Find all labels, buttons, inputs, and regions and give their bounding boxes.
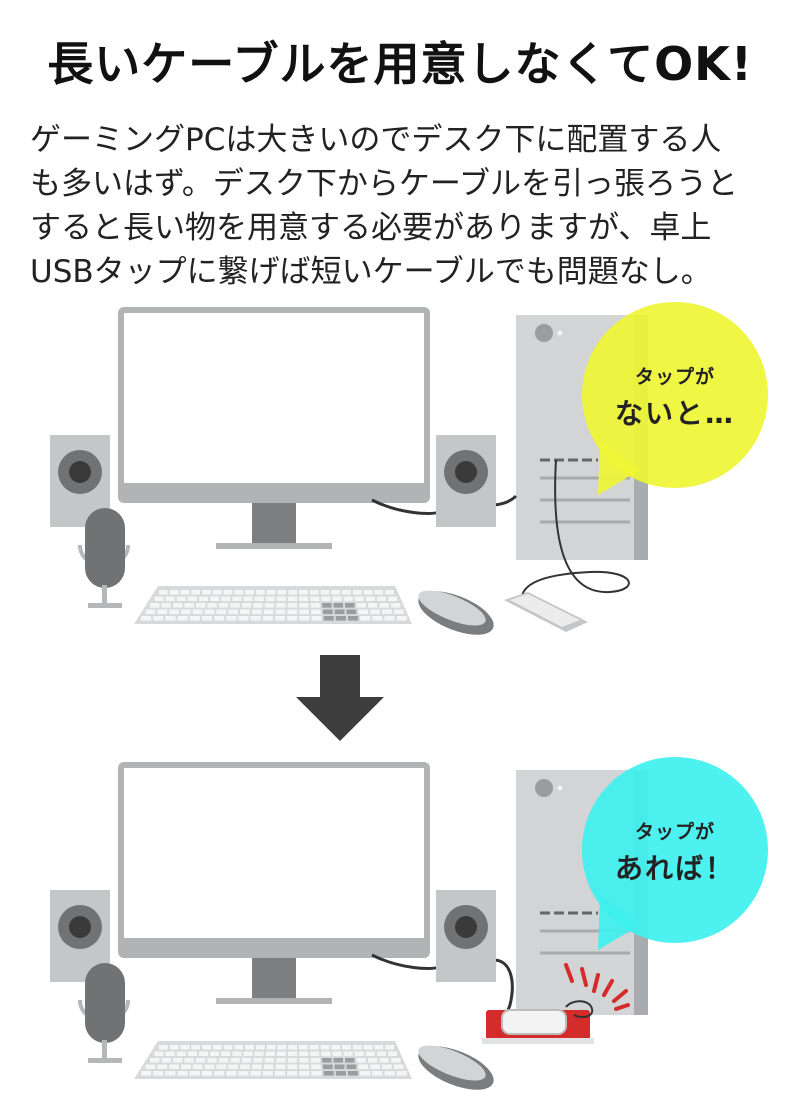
down-arrow-icon (296, 655, 384, 741)
headline: 長いケーブルを用意しなくてOK! (47, 37, 753, 91)
bubble-before-label-big: ないと… (614, 397, 735, 430)
mouse (418, 590, 494, 635)
monitor (118, 307, 430, 549)
body-line-2: も多いはず。デスク下からケーブルを引っ張ろうと (30, 166, 739, 202)
scene-with-tap: タップが あれば！ (0, 755, 800, 1115)
right-speaker (436, 435, 496, 527)
body-line-3: すると長い物を用意する必要がありますが、卓上 (30, 210, 712, 246)
body-line-1: ゲーミングPCは大きいのでデスク下に配置する人 (30, 122, 722, 158)
usb-tap (482, 1000, 594, 1044)
smartphone (504, 592, 588, 632)
keyboard (134, 586, 412, 624)
power-icon (535, 324, 553, 342)
scene-without-tap: タップが ないと… (0, 300, 800, 660)
bubble-after-label-big: あれば！ (614, 852, 735, 885)
mouse (418, 1045, 494, 1090)
bubble-before-label-small: タップが (634, 366, 715, 388)
long-cable (521, 459, 630, 597)
spark-lines (564, 963, 630, 1011)
bubble-after-label-small: タップが (634, 821, 715, 843)
speech-bubble-before (582, 302, 768, 495)
smartphone (501, 1009, 567, 1035)
body-line-4: USBタップに繋げば短いケーブルでも問題なし。 (30, 254, 712, 290)
microphone (78, 508, 130, 608)
body-text: ゲーミングPCは大きいのでデスク下に配置する人 も多いはず。デスク下からケーブル… (30, 118, 775, 294)
power-icon (535, 779, 553, 797)
speech-bubble-after (582, 757, 768, 950)
keyboard (134, 1041, 412, 1079)
desk-illustration-after (50, 757, 768, 1090)
desk-illustration-before (50, 302, 768, 635)
right-speaker (436, 890, 496, 982)
monitor (118, 762, 430, 1004)
microphone (78, 963, 130, 1063)
